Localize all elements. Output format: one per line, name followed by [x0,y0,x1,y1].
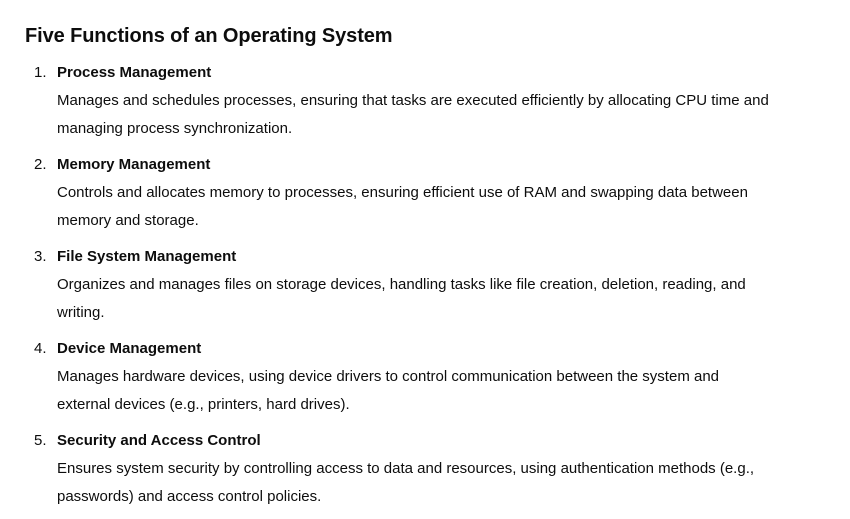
list-item: 3. File System Management Organizes and … [25,243,825,327]
page-title: Five Functions of an Operating System [25,25,393,47]
list-item-number: 5. [34,432,47,449]
list-item-title: Security and Access Control [57,432,261,449]
list-item-title: File System Management [57,248,237,265]
list-item-number: 1. [34,64,47,81]
list-item-number: 2. [34,156,47,173]
list-item-description: Ensures system security by controlling a… [57,460,755,505]
list-item: 2. Memory Management Controls and alloca… [25,151,825,235]
functions-list: 1. Process Management Manages and schedu… [25,59,825,511]
list-item: 1. Process Management Manages and schedu… [25,59,825,143]
document: Five Functions of an Operating System 1.… [25,22,825,519]
list-item-title: Process Management [57,64,212,81]
list-item: 5. Security and Access Control Ensures s… [25,427,825,511]
list-item-number: 3. [34,248,47,265]
list-item-title: Device Management [57,340,202,357]
list-item-title: Memory Management [57,156,211,173]
list-item-description: Manages and schedules processes, ensurin… [57,92,769,137]
list-item-description: Manages hardware devices, using device d… [57,368,720,413]
list-item-number: 4. [34,340,47,357]
list-item: 4. Device Management Manages hardware de… [25,335,825,419]
list-item-description: Controls and allocates memory to process… [57,184,748,229]
list-item-description: Organizes and manages files on storage d… [57,276,746,321]
